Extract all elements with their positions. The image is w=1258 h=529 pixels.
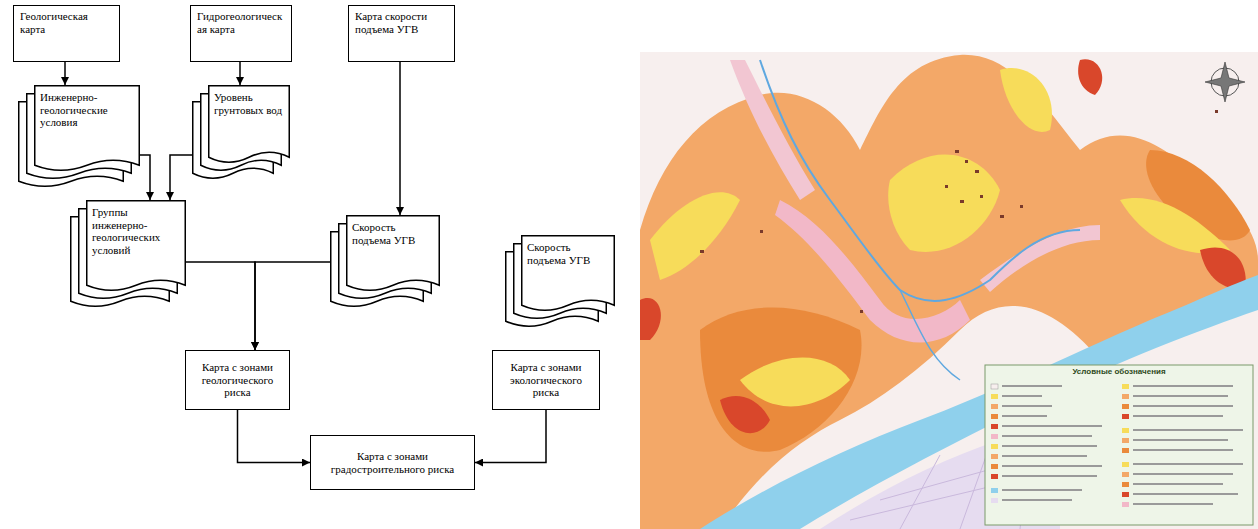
document-sheet bbox=[522, 236, 615, 311]
risk-zone bbox=[640, 298, 661, 340]
flow-arrow bbox=[64, 62, 66, 85]
valley-zone bbox=[775, 200, 970, 343]
document-stack: Скорость подъема УГВ bbox=[505, 235, 615, 330]
node-text: Гидрогеологическая карта bbox=[197, 10, 285, 35]
node-text: Группы инженерно-геологических условий bbox=[92, 206, 180, 257]
process-box: Геологическая карта bbox=[13, 5, 120, 62]
risk-zone bbox=[1120, 198, 1230, 253]
node-text: Карта с зонами экологического риска bbox=[499, 361, 593, 399]
risk-zone bbox=[740, 358, 850, 407]
document-stack: Скорость подъема УГВ bbox=[330, 215, 440, 310]
document-sheet bbox=[347, 216, 440, 291]
risk-zone bbox=[650, 192, 740, 280]
text-group: Геологическая карта bbox=[20, 10, 113, 35]
flow-arrow bbox=[475, 410, 546, 463]
legend-title: Условные обозначения bbox=[985, 367, 1253, 376]
text-group: Гидрогеологическая карта bbox=[197, 10, 285, 35]
process-box: Карта с зонами экологического риска bbox=[492, 350, 600, 410]
process-box: Гидрогеологическая карта bbox=[190, 5, 292, 62]
legend-box bbox=[985, 365, 1253, 525]
flow-arrow bbox=[140, 155, 150, 200]
document-stack: Уровень грунтовых вод bbox=[192, 85, 290, 182]
risk-zone bbox=[1000, 68, 1052, 132]
process-box: Карта с зонами геологического риска bbox=[185, 350, 290, 410]
building-dots bbox=[700, 110, 1218, 313]
flow-arrow bbox=[239, 62, 241, 85]
map-ground bbox=[640, 52, 1258, 529]
node-text: Уровень грунтовых вод bbox=[214, 91, 284, 116]
document-sheet bbox=[35, 86, 140, 171]
node-text: Инженерно-геологические условия bbox=[40, 91, 134, 129]
node-text: Карта скорости подъема УГВ bbox=[355, 10, 448, 35]
node-text: Скорость подъема УГВ bbox=[527, 241, 609, 266]
compass bbox=[1205, 62, 1245, 102]
valley-zone bbox=[730, 60, 815, 200]
legend-rows bbox=[991, 384, 1243, 507]
text-group: Группы инженерно-геологических условий bbox=[92, 206, 180, 257]
text-group: Карта скорости подъема УГВ bbox=[355, 10, 448, 35]
node-text: Карта с зонами градостроительного риска bbox=[317, 450, 468, 475]
document-stack: Группы инженерно-геологических условий bbox=[70, 200, 186, 310]
flow-arrow bbox=[399, 62, 401, 215]
valley-zone bbox=[980, 225, 1100, 292]
risk-zone bbox=[1078, 59, 1102, 95]
node-text: Карта с зонами геологического риска bbox=[192, 361, 283, 399]
text-group: Карта с зонами экологического риска bbox=[499, 361, 593, 399]
flow-arrow bbox=[186, 262, 255, 350]
flow-arrow bbox=[238, 410, 311, 463]
risk-zone bbox=[640, 55, 1258, 529]
risk-zone bbox=[720, 396, 770, 433]
risk-zone bbox=[700, 308, 862, 452]
text-group: Карта с зонами геологического риска bbox=[192, 361, 283, 399]
text-group: Скорость подъема УГВ bbox=[352, 221, 434, 246]
river-water bbox=[700, 275, 1258, 529]
node-text: Геологическая карта bbox=[20, 10, 113, 35]
text-group: Карта с зонами градостроительного риска bbox=[317, 450, 468, 475]
risk-zone bbox=[888, 155, 1000, 252]
process-box: Карта с зонами градостроительного риска bbox=[310, 435, 475, 490]
process-box: Карта скорости подъема УГВ bbox=[348, 5, 455, 62]
text-group: Инженерно-геологические условия bbox=[40, 91, 134, 129]
node-text: Скорость подъема УГВ bbox=[352, 221, 434, 246]
document-stack: Инженерно-геологические условия bbox=[18, 85, 140, 190]
document-sheet bbox=[209, 86, 290, 163]
text-group: Скорость подъема УГВ bbox=[527, 241, 609, 266]
river bbox=[760, 60, 1080, 301]
river bbox=[900, 290, 960, 380]
document-sheet bbox=[87, 201, 186, 291]
text-group: Уровень грунтовых вод bbox=[214, 91, 284, 116]
